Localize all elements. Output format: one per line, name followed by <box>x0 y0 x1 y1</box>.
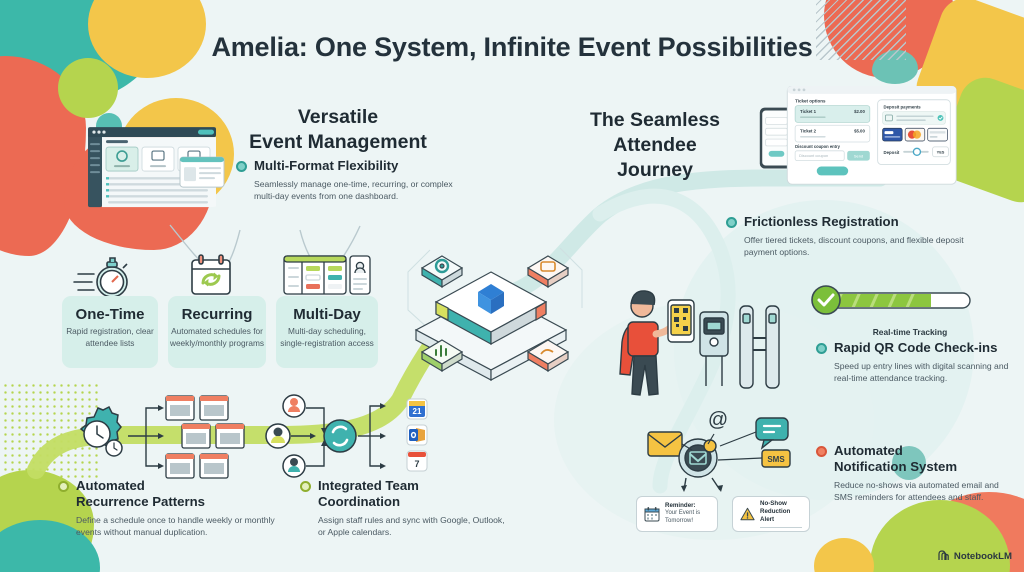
bullet-integrated-team-coordination: Integrated Team Coordination Assign staf… <box>300 478 510 538</box>
real-time-tracking-widget: Real-time Tracking <box>808 284 998 337</box>
ticket-options-header: Ticket options <box>795 99 826 104</box>
bullet-title: Integrated Team Coordination <box>318 478 419 510</box>
bullet-dot-icon <box>816 343 827 354</box>
deposit-toggle-label: Deposit <box>884 150 900 155</box>
bullet-frictionless-registration: Frictionless Registration Offer tiered t… <box>726 214 996 258</box>
reminder-card-title: Reminder: <box>665 502 696 509</box>
footer-brand-label: NotebookLM <box>953 550 1012 562</box>
deposit-header: Deposit payments <box>884 105 922 110</box>
reminder-card-body-line2: Tomorrow! <box>665 518 694 525</box>
section-heading-right: The Seamless Attendee Journey <box>560 108 750 183</box>
sms-label: SMS <box>767 455 785 464</box>
bullet-body: Seamlessly manage one-time, recurring, o… <box>254 178 453 202</box>
calendar-refresh-icon <box>191 254 231 295</box>
ticket-row-price: $5.00 <box>854 129 865 134</box>
event-card-title: Multi-Day <box>293 306 361 323</box>
no-show-card-title-line1: No-Show <box>760 500 787 508</box>
schedule-board-icon <box>283 255 371 295</box>
bullet-title: Automated Recurrence Patterns <box>76 478 205 510</box>
bullet-body: Reduce no-shows via automated email and … <box>834 479 999 502</box>
section-heading-right-line2: Attendee <box>613 133 697 156</box>
bullet-body: Offer tiered tickets, discount coupons, … <box>744 234 964 258</box>
apple-calendar-icon: 7 <box>406 450 428 477</box>
bullet-dot-icon <box>816 446 827 457</box>
reminder-card-body-line1: Your Event is <box>665 510 701 517</box>
event-card-title: One-Time <box>75 306 145 323</box>
ticket-row-name: Ticket 1 <box>800 109 817 114</box>
calendar-icon <box>644 507 660 522</box>
section-heading-left-line1: Versatile <box>297 106 379 128</box>
section-heading-left-line2: Event Management <box>249 130 427 153</box>
bullet-dot-icon <box>726 217 737 228</box>
warning-triangle-icon <box>740 507 755 521</box>
coupon-send-button: Send <box>854 153 863 158</box>
bullet-title: Multi-Format Flexibility <box>254 158 399 173</box>
decor-dot-lime <box>58 58 118 118</box>
deposit-toggle-value: YES <box>937 150 945 155</box>
google-calendar-icon: 21 <box>406 398 428 425</box>
event-card-recurring[interactable]: Recurring Automated schedules for weekly… <box>168 296 266 368</box>
ticket-row-price: $2.00 <box>854 109 865 114</box>
bullet-automated-notification-system: Automated Notification System Reduce no-… <box>816 443 1006 503</box>
dashboard-mockup <box>88 127 225 208</box>
bullet-automated-recurrence-patterns: Automated Recurrence Patterns Define a s… <box>58 478 278 538</box>
footer-brand: NotebookLM <box>938 550 1012 562</box>
bullet-title: Rapid QR Code Check-ins <box>834 340 998 355</box>
section-heading-right-line1: The Seamless <box>589 109 721 131</box>
svg-text:7: 7 <box>414 459 419 469</box>
central-hub-graphic <box>414 255 570 381</box>
section-heading-right-line3: Journey <box>617 158 693 181</box>
coupon-placeholder: Discount coupon <box>799 153 828 158</box>
event-card-multi-day[interactable]: Multi-Day Multi-day scheduling, single-r… <box>276 296 378 368</box>
bullet-body: Speed up entry lines with digital scanni… <box>834 360 1009 384</box>
bullet-title: Automated Notification System <box>834 443 957 475</box>
bullet-body: Assign staff rules and sync with Google,… <box>318 514 505 537</box>
registration-panel-mockup[interactable]: Ticket options Ticket 1 $2.00 Ticket 2 $… <box>758 86 958 196</box>
bullet-title-line2: Recurrence Patterns <box>76 493 206 509</box>
svg-text:21: 21 <box>413 407 422 416</box>
tracking-label: Real-time Tracking <box>872 327 948 337</box>
tracking-progress-bar <box>811 285 971 315</box>
bullet-title-line2: Coordination <box>318 493 401 509</box>
ticket-row-name: Ticket 2 <box>800 129 817 134</box>
bullet-dot-icon <box>236 161 247 172</box>
bullet-dot-icon <box>300 481 311 492</box>
section-heading-left: Versatile Event Management <box>238 105 438 155</box>
bullet-title-line1: Automated <box>834 443 903 458</box>
notification-hub-graphic: @ SMS <box>647 409 791 492</box>
bullet-body: Define a schedule once to handle weekly … <box>76 514 275 537</box>
bullet-title-line2: Notification System <box>834 458 958 474</box>
bullet-title: Frictionless Registration <box>744 214 899 229</box>
recurrence-flow-graphic <box>79 394 386 479</box>
outlook-icon <box>406 424 428 451</box>
event-card-subtitle: Rapid registration, clear attendee lists <box>66 326 154 348</box>
notebooklm-icon <box>938 550 949 560</box>
bullet-title-line1: Automated <box>76 478 145 493</box>
bullet-title-line1: Integrated Team <box>318 478 419 493</box>
no-show-card-rule <box>760 526 802 528</box>
no-show-card-title-line2: Reduction Alert <box>760 508 791 524</box>
coupon-label: Discount coupon entry <box>795 144 840 149</box>
event-card-one-time[interactable]: One-Time Rapid registration, clear atten… <box>62 296 158 368</box>
bullet-multi-format-flexibility: Multi-Format Flexibility Seamlessly mana… <box>236 158 462 202</box>
bullet-rapid-qr-code-check-ins: Rapid QR Code Check-ins Speed up entry l… <box>816 340 1016 384</box>
stopwatch-icon <box>73 257 128 298</box>
event-card-subtitle: Multi-day scheduling, single-registratio… <box>280 326 374 348</box>
decor-blob-yellow-bottomright <box>814 538 874 572</box>
bullet-dot-icon <box>58 481 69 492</box>
no-show-card: No-Show Reduction Alert <box>732 496 810 532</box>
at-symbol-icon: @ <box>708 409 728 431</box>
decor-blob-coral-left <box>0 56 86 256</box>
reminder-card: Reminder: Your Event is Tomorrow! <box>636 496 718 532</box>
page-title: Amelia: One System, Infinite Event Possi… <box>211 32 813 62</box>
event-card-title: Recurring <box>181 306 253 323</box>
event-card-subtitle: Automated schedules for weekly/monthly p… <box>169 326 265 348</box>
qr-checkin-scene <box>619 290 780 396</box>
